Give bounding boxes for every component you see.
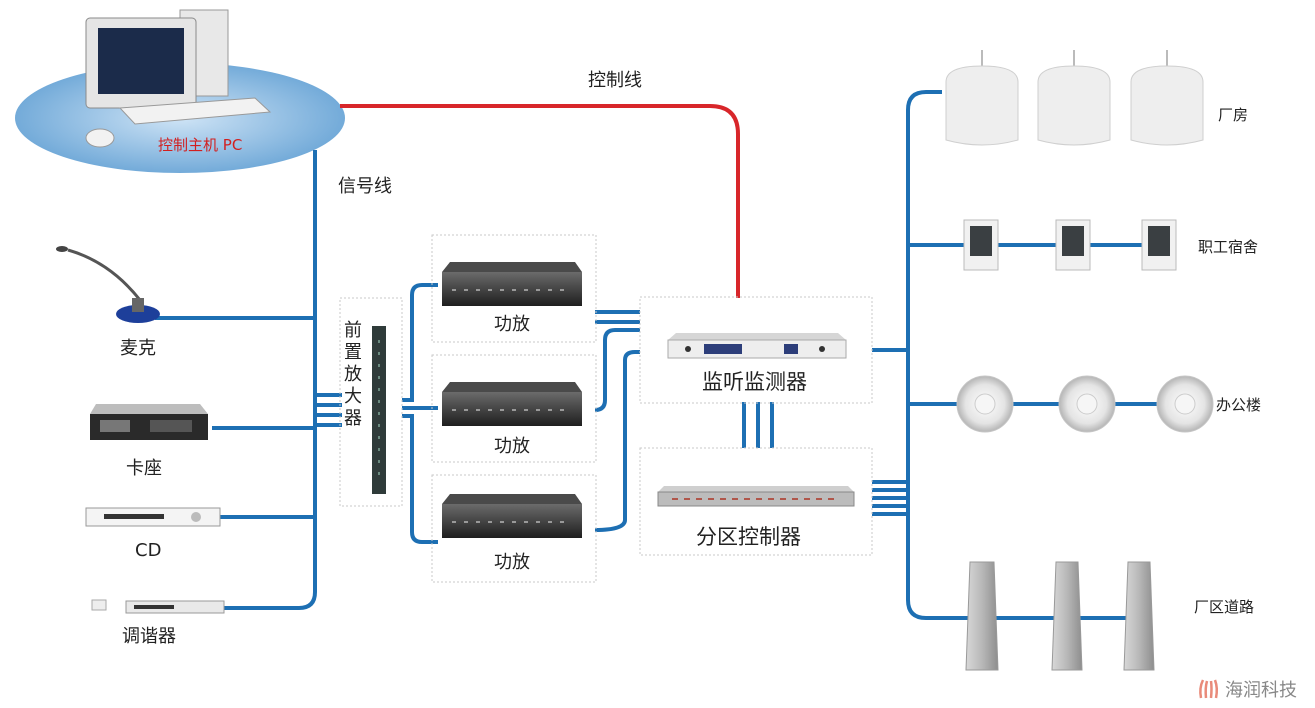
control-wire [340,104,740,298]
column-speaker-icon [965,561,999,671]
amp3-label: 功放 [494,552,530,573]
amp1-label: 功放 [494,314,530,335]
tuner-icon [91,599,225,614]
zone-controller-label: 分区控制器 [696,525,801,549]
pendant-speaker-icon [1130,50,1204,146]
pendant-speaker-icon [945,50,1019,146]
amplifier-icon [442,494,582,538]
amplifier-icon [442,382,582,426]
amplifier-icon [442,262,582,306]
mic-label: 麦克 [120,338,156,359]
cassette-label: 卡座 [126,458,162,479]
control-pc-label: 控制主机 PC [158,136,243,154]
cd-label: CD [135,540,162,561]
amp2-label: 功放 [494,436,530,457]
wall-speaker-icon [1141,219,1177,271]
brand-logo-icon [1199,679,1219,699]
preamp-frame [339,297,403,507]
pendant-speaker-icon [1037,50,1111,146]
road-label: 厂区道路 [1194,598,1255,616]
monitor-device-icon [667,333,847,359]
preamp-icon [372,326,386,494]
amp3-frame [431,474,597,583]
monitor-label: 监听监测器 [702,370,807,394]
ceiling-speaker-icon [956,375,1014,433]
amp2-frame [431,354,597,463]
ceiling-speaker-icon [1156,375,1214,433]
cd-player-icon [85,507,221,527]
column-speaker-icon [1051,561,1083,671]
workshop-label: 厂房 [1218,106,1249,124]
preamp-label: 前置放大器 [341,320,362,430]
zone-controller-icon [657,486,855,507]
control-line-label: 控制线 [588,70,642,91]
microphone-icon [56,246,160,323]
wall-speaker-icon [963,219,999,271]
signal-line-label: 信号线 [338,176,392,197]
amp1-frame [431,234,597,343]
tuner-label: 调谐器 [122,626,176,647]
control-pc-icon [15,9,345,173]
office-label: 办公楼 [1216,396,1262,414]
watermark-text: 海润科技 [1225,680,1297,701]
wall-speaker-icon [1055,219,1091,271]
signal-wires [155,90,1158,620]
ceiling-speaker-icon [1058,375,1116,433]
monitor-frame [639,296,873,404]
column-speaker-icon [1123,561,1155,671]
zone-controller-frame [639,447,873,556]
cassette-deck-icon [90,404,208,440]
watermark: 海润科技 [1197,676,1297,702]
dormitory-label: 职工宿舍 [1198,238,1259,256]
